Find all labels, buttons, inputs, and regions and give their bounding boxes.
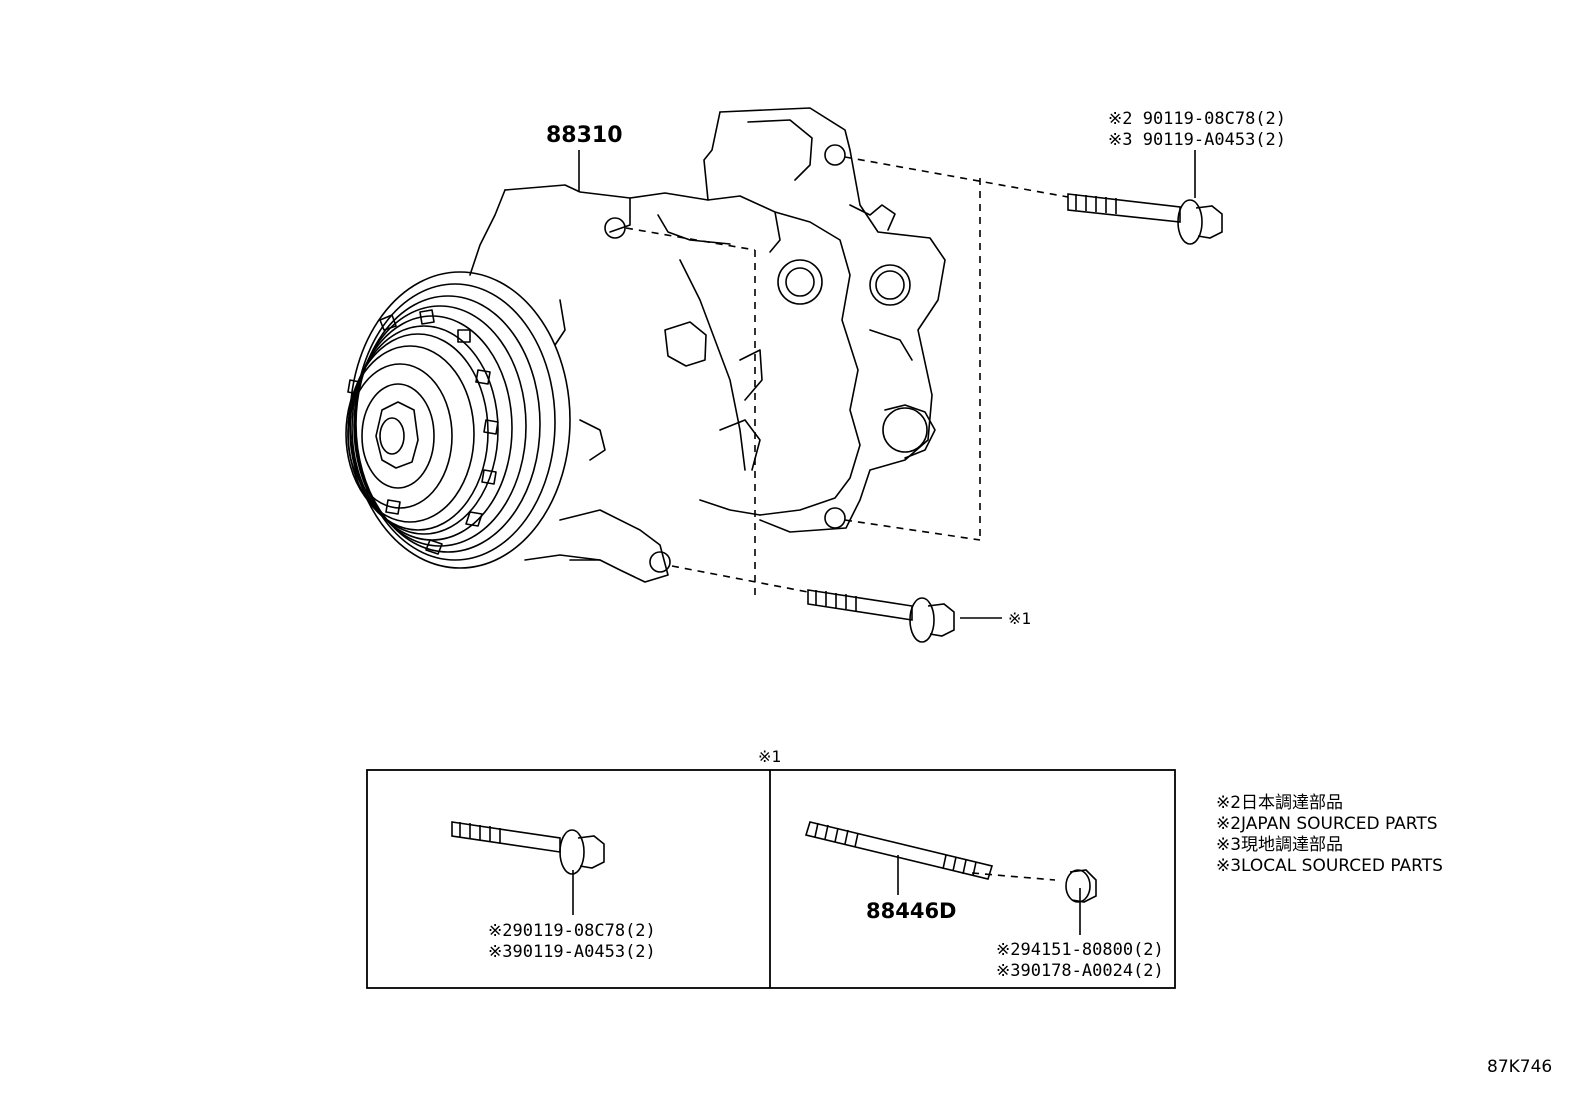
- detail-box-title: ※1: [758, 747, 781, 766]
- legend-line-2: ※2JAPAN SOURCED PARTS: [1216, 814, 1438, 834]
- lower-mounting-bolt: [807, 589, 955, 643]
- detail-right-callout-line1: ※294151-80800(2): [996, 940, 1164, 960]
- legend-line-3: ※3現地調達部品: [1216, 835, 1343, 855]
- legend-line-4: ※3LOCAL SOURCED PARTS: [1216, 856, 1443, 876]
- compressor-part-number: 88310: [546, 123, 623, 148]
- detail-left-callout-line1: ※290119-08C78(2): [488, 921, 656, 941]
- detail-bolt: [451, 821, 605, 875]
- diagram-code: 87K746: [1487, 1057, 1552, 1077]
- top-bolt-callout-line1: ※2 90119-08C78(2): [1108, 109, 1286, 129]
- stud-bolt-part-number: 88446D: [866, 899, 957, 923]
- detail-nut: [1065, 869, 1097, 903]
- legend-line-1: ※2日本調達部品: [1216, 793, 1343, 813]
- detail-left-callout-line2: ※390119-A0453(2): [488, 942, 656, 962]
- detail-box: [366, 769, 1176, 989]
- lower-bolt-reference: ※1: [1008, 609, 1031, 628]
- detail-right-callout-line2: ※390178-A0024(2): [996, 961, 1164, 981]
- upper-mounting-bolt: [1067, 193, 1223, 245]
- top-bolt-callout-line2: ※3 90119-A0453(2): [1108, 130, 1286, 150]
- detail-stud-bolt: [804, 821, 994, 880]
- assembly-guide-lines: [625, 156, 1069, 881]
- compressor-illustration: [345, 107, 946, 583]
- leader-lines: [572, 150, 1196, 935]
